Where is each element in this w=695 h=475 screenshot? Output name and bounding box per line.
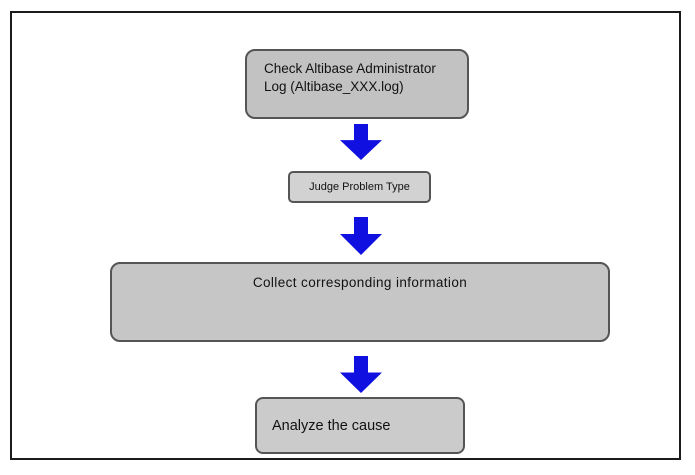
down-arrow-icon: [340, 124, 382, 160]
node-collect-information-label: Collect corresponding information: [252, 275, 468, 290]
node-collect-information: Collect corresponding information: [110, 262, 610, 342]
diagram-frame: Check Altibase Administrator Log (Altiba…: [10, 11, 681, 460]
down-arrow-icon: [340, 356, 382, 393]
node-check-altibase-log-line2: Log (Altibase_XXX.log): [264, 79, 404, 94]
node-judge-problem-type-label: Judge Problem Type: [309, 181, 410, 193]
node-check-altibase-log-line1: Check Altibase Administrator: [264, 61, 436, 76]
node-analyze-cause-label: Analyze the cause: [272, 417, 391, 434]
node-judge-problem-type: Judge Problem Type: [288, 171, 431, 203]
node-analyze-cause: Analyze the cause: [255, 397, 465, 454]
down-arrow-icon: [340, 217, 382, 255]
node-check-altibase-log: Check Altibase Administrator Log (Altiba…: [245, 49, 469, 119]
